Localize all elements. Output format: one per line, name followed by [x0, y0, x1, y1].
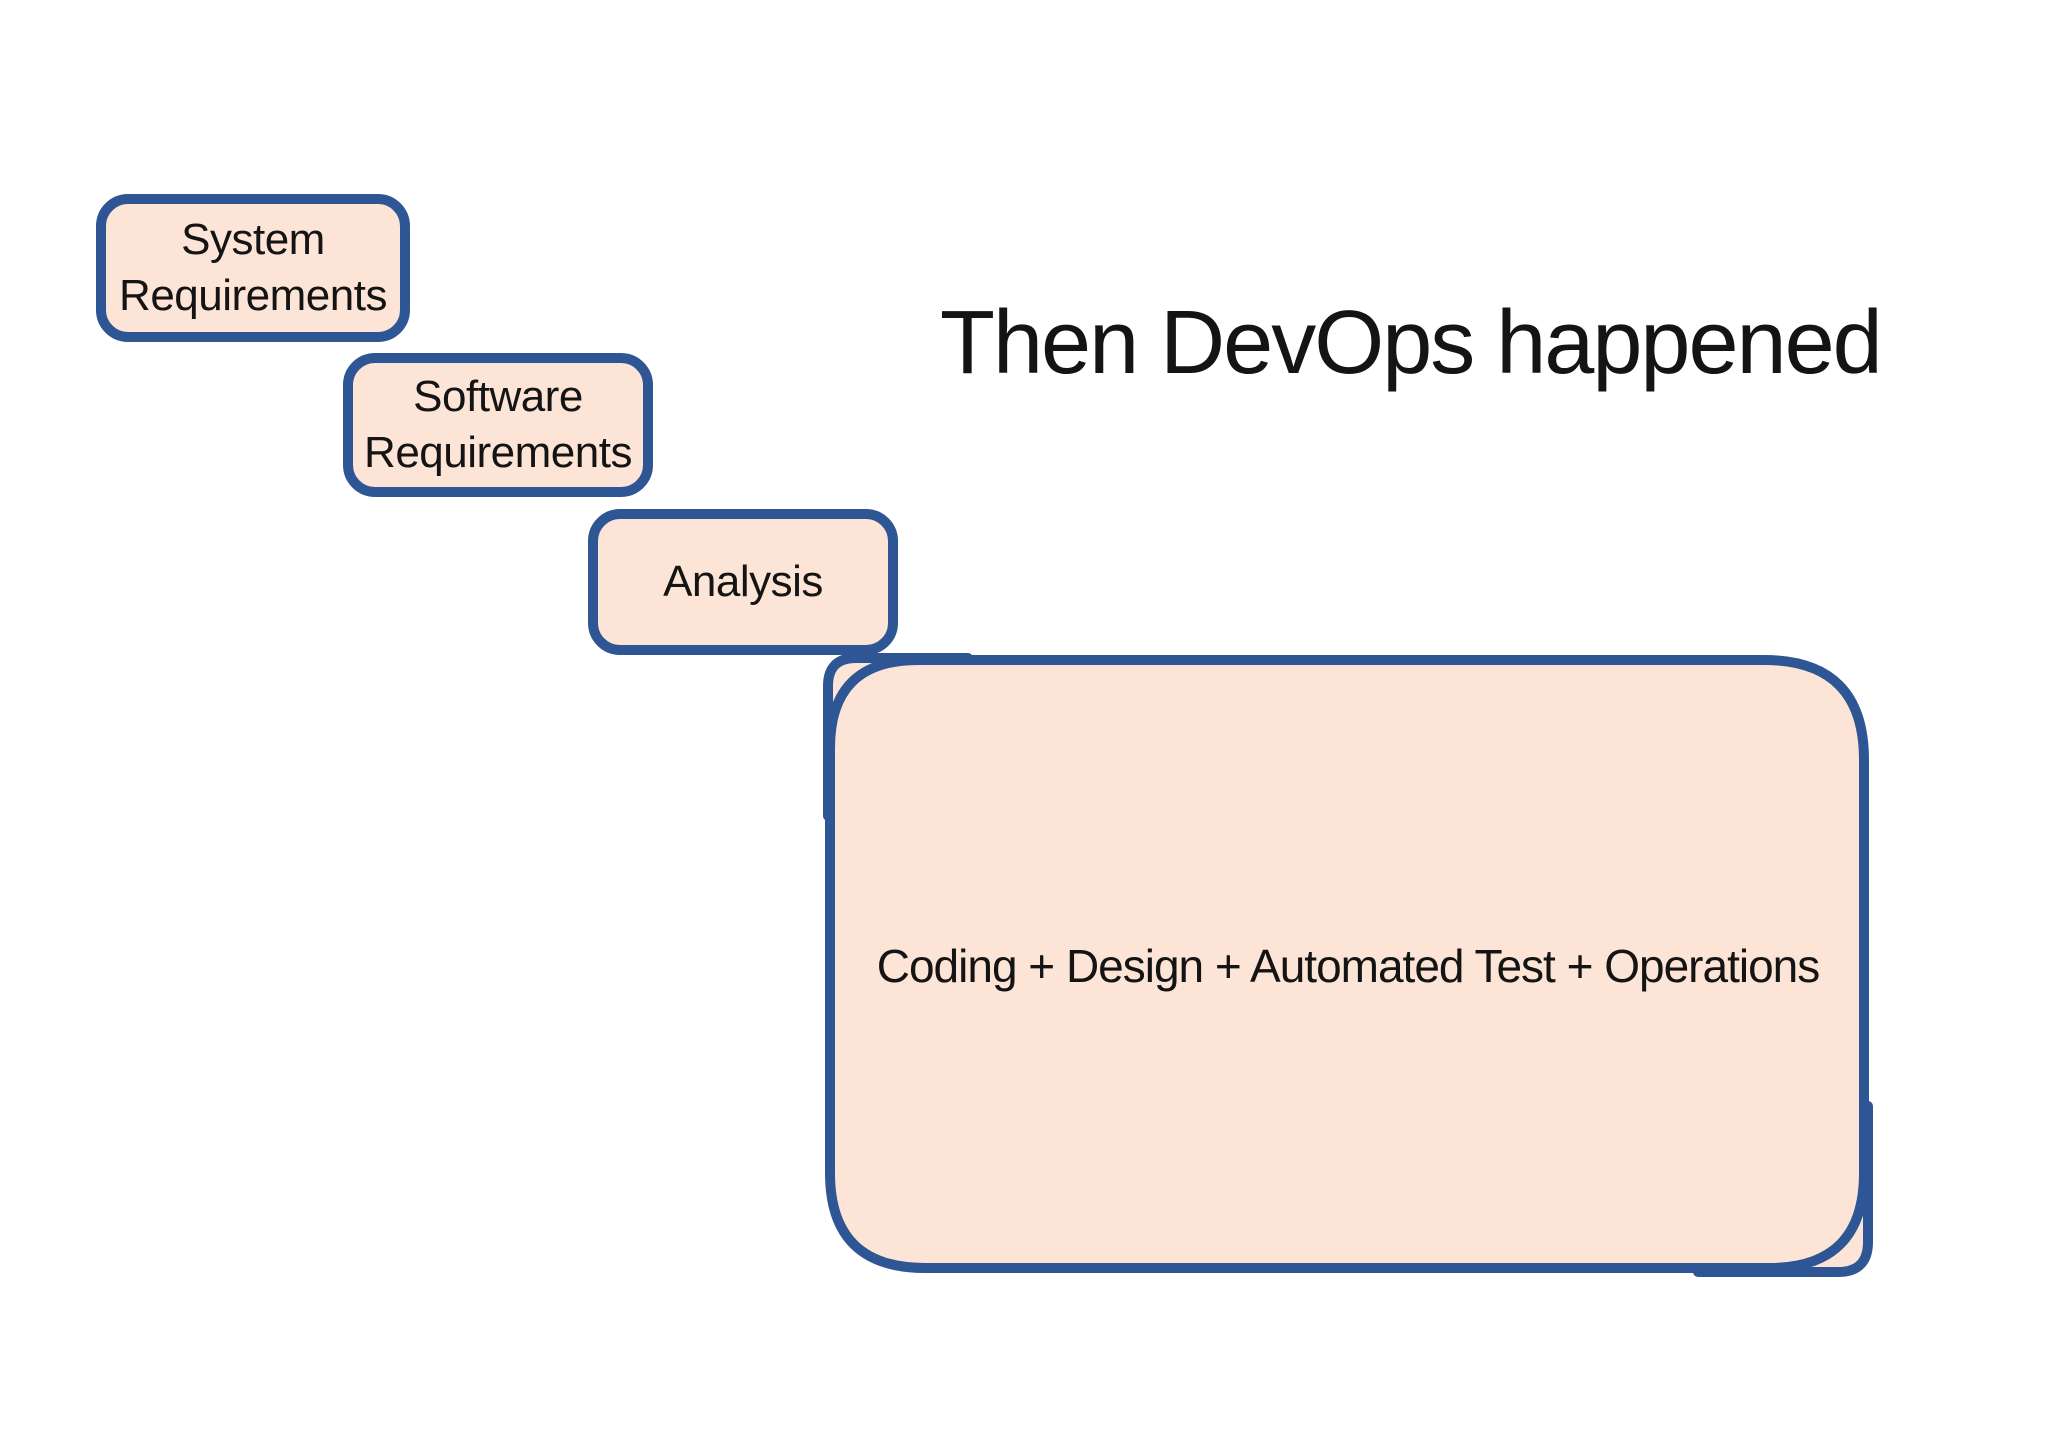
- waterfall-step-software-requirements: Software Requirements: [343, 353, 653, 497]
- step-label: System Requirements: [119, 214, 387, 320]
- corner-fold-top-left-outline: [823, 653, 973, 821]
- waterfall-step-system-requirements: System Requirements: [96, 194, 410, 342]
- devops-merged-box: Coding + Design + Automated Test + Opera…: [818, 646, 1878, 1286]
- corner-fold-bottom-right-outline: [1693, 1101, 1873, 1277]
- merged-box-outline: [825, 655, 1869, 1273]
- waterfall-step-analysis: Analysis: [588, 509, 898, 655]
- merged-box-shape: [823, 653, 1873, 1277]
- slide-title: Then DevOps happened: [940, 293, 1883, 393]
- step-label: Software Requirements: [364, 371, 632, 477]
- step-label: Analysis: [663, 556, 823, 606]
- merged-box-label: Coding + Design + Automated Test + Opera…: [876, 940, 1821, 992]
